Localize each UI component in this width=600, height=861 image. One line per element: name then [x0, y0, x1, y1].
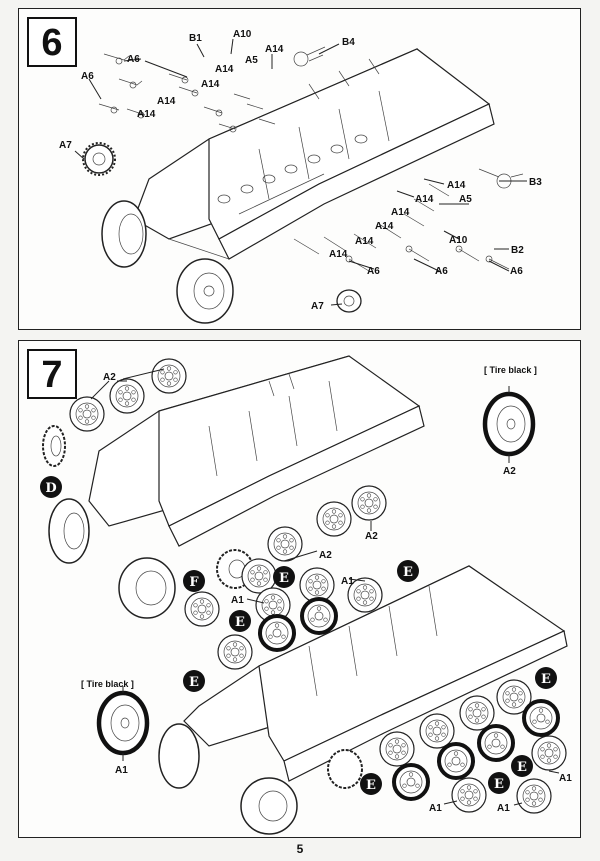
label-a14: A14	[329, 249, 348, 260]
label-b4: B4	[342, 37, 355, 48]
label-a14: A14	[201, 79, 220, 90]
marker-e: E	[397, 560, 419, 582]
label-a7: A7	[59, 140, 72, 151]
suspension-arms-top	[98, 53, 276, 133]
label-a2: A2	[365, 531, 378, 542]
label-a1: A1	[231, 595, 244, 606]
tire-black-sample-lower	[96, 690, 150, 756]
halftrack-hull-lower	[183, 565, 568, 782]
front-wheels-upper	[48, 498, 176, 619]
label-a2: A2	[103, 372, 116, 383]
step-7-illustration: [ Tire black ] A2 A2 A2 A2 A1 A1 [ Tire …	[40, 355, 572, 835]
label-a6: A6	[367, 266, 380, 277]
page-number: 5	[296, 842, 304, 856]
label-a14: A14	[391, 207, 410, 218]
label-a10: A10	[449, 235, 468, 246]
label-a5: A5	[459, 194, 472, 205]
svg-text:D: D	[45, 481, 56, 496]
part-b4	[293, 46, 326, 67]
label-a2: A2	[319, 550, 332, 561]
front-wheels-lower	[158, 723, 298, 835]
label-a6: A6	[127, 54, 140, 65]
label-a14: A14	[447, 180, 466, 191]
svg-text:E: E	[189, 675, 199, 690]
idler-wheel-lower	[327, 749, 363, 789]
sprocket-a7-left	[82, 142, 116, 176]
marker-d: D	[40, 476, 62, 498]
step-number: 7	[27, 349, 77, 399]
label-a1: A1	[115, 765, 128, 776]
label-a14: A14	[215, 64, 234, 75]
torsion-holes	[217, 134, 368, 204]
sprocket-a7-bottom	[336, 289, 362, 313]
halftrack-hull-upper	[88, 355, 425, 547]
svg-text:E: E	[517, 760, 527, 775]
marker-e: E	[488, 772, 510, 794]
svg-text:E: E	[235, 615, 245, 630]
label-a6: A6	[81, 71, 94, 82]
label-a10: A10	[233, 29, 252, 40]
label-a14: A14	[375, 221, 394, 232]
label-b2: B2	[511, 245, 524, 256]
svg-text:E: E	[494, 777, 504, 792]
part-b3	[478, 168, 524, 189]
marker-e: E	[511, 755, 533, 777]
tire-black-note: [ Tire black ]	[484, 365, 537, 375]
drive-sprocket	[42, 425, 66, 467]
marker-e: E	[229, 610, 251, 632]
svg-text:F: F	[189, 575, 199, 590]
label-a2: A2	[503, 466, 516, 477]
suspension-arms-bottom	[293, 183, 510, 272]
svg-text:E: E	[403, 565, 413, 580]
front-wheel-left	[101, 200, 147, 268]
label-a6: A6	[435, 266, 448, 277]
label-a1: A1	[559, 773, 572, 784]
label-a1: A1	[497, 803, 510, 814]
tire-black-sample	[482, 391, 536, 457]
label-a14: A14	[157, 96, 176, 107]
label-a1: A1	[341, 576, 354, 587]
label-a14: A14	[265, 44, 284, 55]
marker-f: F	[183, 570, 205, 592]
label-a1: A1	[429, 803, 442, 814]
halftrack-hull	[133, 48, 495, 260]
svg-text:E: E	[366, 778, 376, 793]
svg-text:E: E	[279, 571, 289, 586]
step-6-panel: 6	[18, 8, 581, 330]
leader-lines	[74, 38, 527, 306]
leader-lines	[90, 368, 560, 806]
marker-e: E	[183, 670, 205, 692]
marker-e: E	[273, 566, 295, 588]
label-a5: A5	[245, 55, 258, 66]
label-a7: A7	[311, 301, 324, 312]
label-a14: A14	[415, 194, 434, 205]
marker-e: E	[360, 773, 382, 795]
label-b3: B3	[529, 177, 542, 188]
svg-text:E: E	[541, 672, 551, 687]
step-number: 6	[27, 17, 77, 67]
label-a14: A14	[355, 236, 374, 247]
marker-e: E	[535, 667, 557, 689]
label-b1: B1	[189, 33, 202, 44]
label-a6: A6	[510, 266, 523, 277]
step-7-panel: 7	[18, 340, 581, 838]
step-6-illustration: A6 A6 B1 A10 A5 A14 B4 A14 A14 A14 A14 A…	[59, 29, 542, 324]
front-wheel-right	[176, 258, 234, 324]
label-a14: A14	[137, 109, 156, 120]
tire-black-note: [ Tire black ]	[81, 679, 134, 689]
